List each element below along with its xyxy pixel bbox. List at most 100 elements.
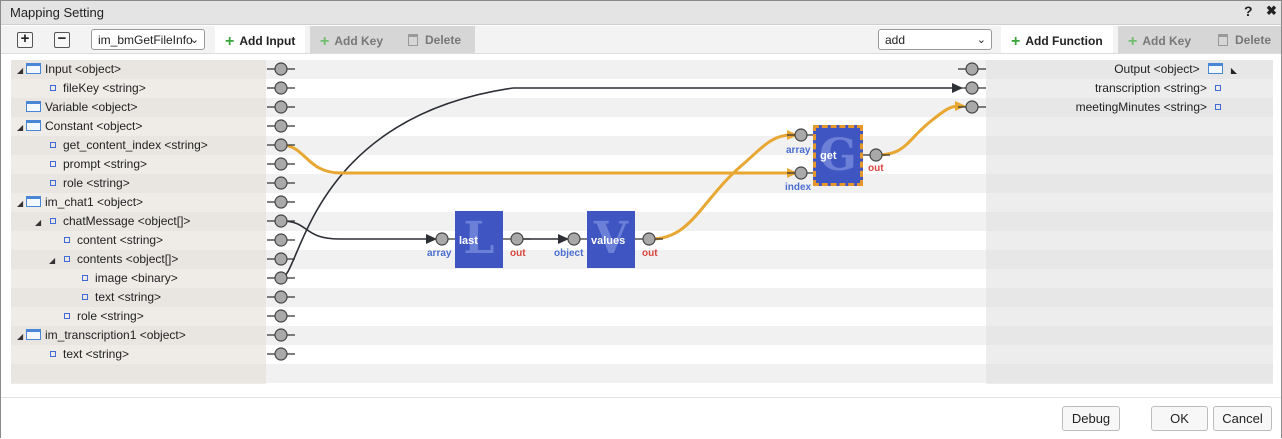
delete-right-button[interactable]: Delete xyxy=(1208,26,1281,53)
input-port[interactable] xyxy=(274,290,288,304)
input-tree-item[interactable]: image <binary> xyxy=(67,269,178,287)
add-key-right-label: Add Key xyxy=(1142,34,1192,48)
input-port[interactable] xyxy=(274,138,288,152)
input-tree-item[interactable]: ◢Constant <object> xyxy=(17,117,142,135)
function-port-in[interactable] xyxy=(567,232,581,246)
function-port-in[interactable] xyxy=(435,232,449,246)
cancel-button[interactable]: Cancel xyxy=(1213,406,1272,431)
object-icon xyxy=(26,101,41,112)
add-key-right-button[interactable]: +Add Key xyxy=(1118,26,1208,53)
input-port[interactable] xyxy=(274,309,288,323)
input-tree-item[interactable]: text <string> xyxy=(67,288,161,306)
link-get-to-meetingminutes[interactable] xyxy=(875,104,960,157)
port-label-out: out xyxy=(868,163,884,174)
input-port[interactable] xyxy=(274,119,288,133)
string-field-icon xyxy=(64,256,70,262)
output-port[interactable] xyxy=(965,81,979,95)
port-label-array: array xyxy=(786,145,811,156)
add-input-button[interactable]: +Add Input xyxy=(215,26,306,53)
expand-triangle-icon[interactable]: ◣ xyxy=(1228,66,1237,75)
string-field-icon xyxy=(50,85,56,91)
output-tree-item[interactable]: meetingMinutes <string> xyxy=(1076,98,1221,116)
input-port[interactable] xyxy=(274,233,288,247)
link-chatmessage-to-last[interactable] xyxy=(280,220,431,240)
input-tree-label: get_content_index <string> xyxy=(63,138,208,152)
trash-icon xyxy=(1218,34,1228,46)
input-tree-label: chatMessage <object[]> xyxy=(63,214,191,228)
input-tree-item[interactable]: Variable <object> xyxy=(17,98,138,116)
output-port[interactable] xyxy=(965,100,979,114)
function-get-glyph: G xyxy=(819,130,857,181)
output-tree-item[interactable]: transcription <string> xyxy=(1095,79,1221,97)
input-tree-item[interactable]: role <string> xyxy=(35,174,130,192)
function-port-out[interactable] xyxy=(510,232,524,246)
input-port[interactable] xyxy=(274,176,288,190)
expand-triangle-icon[interactable]: ◢ xyxy=(17,123,24,132)
input-tree-item[interactable]: prompt <string> xyxy=(35,155,147,173)
input-tree-label: contents <object[]> xyxy=(77,252,179,266)
output-tree-item[interactable]: Output <object> ◣ xyxy=(1114,60,1237,78)
expand-triangle-icon[interactable]: ◢ xyxy=(17,66,24,75)
add-function-label: Add Function xyxy=(1025,34,1103,48)
expand-triangle-icon[interactable]: ◢ xyxy=(49,256,56,265)
input-tree-item[interactable]: ◢ contents <object[]> xyxy=(49,250,178,268)
input-port[interactable] xyxy=(274,347,288,361)
expand-all-button[interactable]: + xyxy=(17,30,33,48)
link-index-to-get[interactable] xyxy=(280,143,791,175)
input-tree-label: prompt <string> xyxy=(63,157,148,171)
input-port[interactable] xyxy=(274,100,288,114)
output-port[interactable] xyxy=(965,62,979,76)
string-field-icon xyxy=(82,275,88,281)
link-values-to-get[interactable] xyxy=(650,133,792,241)
object-icon xyxy=(26,63,41,74)
function-port-out[interactable] xyxy=(869,148,883,162)
input-tree-item[interactable]: get_content_index <string> xyxy=(35,136,208,154)
function-port-in[interactable] xyxy=(794,166,808,180)
string-field-icon xyxy=(50,180,56,186)
input-tree-item[interactable]: fileKey <string> xyxy=(35,79,146,97)
input-port[interactable] xyxy=(274,252,288,266)
function-get[interactable]: G get xyxy=(813,125,863,186)
link-text-to-transcription[interactable] xyxy=(280,87,514,279)
function-select[interactable]: add ⌄ xyxy=(878,29,992,50)
expand-triangle-icon[interactable]: ◢ xyxy=(17,332,24,341)
function-port-in[interactable] xyxy=(794,128,808,142)
input-tree-item[interactable]: role <string> xyxy=(49,307,144,325)
close-icon[interactable]: ✖ xyxy=(1266,3,1277,18)
add-function-button[interactable]: +Add Function xyxy=(1001,26,1113,53)
ok-button[interactable]: OK xyxy=(1151,406,1208,431)
input-port[interactable] xyxy=(274,157,288,171)
delete-button[interactable]: Delete xyxy=(398,26,475,53)
dialog-title: Mapping Setting xyxy=(10,5,104,20)
collapse-all-button[interactable]: − xyxy=(54,30,70,48)
input-tree-item[interactable]: ◢ chatMessage <object[]> xyxy=(35,212,190,230)
expand-triangle-icon[interactable]: ◢ xyxy=(17,199,24,208)
help-icon[interactable]: ? xyxy=(1244,3,1253,19)
input-tree-item[interactable]: ◢ im_transcription1 <object> xyxy=(17,326,186,344)
row-stripe xyxy=(11,231,1273,250)
expand-triangle-icon[interactable]: ◢ xyxy=(35,218,42,227)
input-tree-item[interactable]: ◢im_chat1 <object> xyxy=(17,193,143,211)
source-select[interactable]: im_bmGetFileInfo ⌄ xyxy=(91,29,205,50)
input-tree-item[interactable]: text <string> xyxy=(35,345,129,363)
input-tree-label: Variable <object> xyxy=(45,100,138,114)
function-port-out[interactable] xyxy=(642,232,656,246)
source-select-value: im_bmGetFileInfo xyxy=(98,33,193,47)
row-stripe xyxy=(11,345,1273,364)
add-key-button[interactable]: +Add Key xyxy=(310,26,398,53)
input-port[interactable] xyxy=(274,328,288,342)
string-field-icon xyxy=(64,237,70,243)
input-tree-item[interactable]: ◢Input <object> xyxy=(17,60,121,78)
string-field-icon xyxy=(50,218,56,224)
input-port[interactable] xyxy=(274,214,288,228)
input-port[interactable] xyxy=(274,62,288,76)
row-stripe xyxy=(11,136,1273,155)
function-last[interactable]: L last xyxy=(455,211,503,268)
input-port[interactable] xyxy=(274,81,288,95)
input-port[interactable] xyxy=(274,271,288,285)
debug-button[interactable]: Debug xyxy=(1062,406,1120,431)
function-values[interactable]: V values xyxy=(587,211,635,268)
input-port[interactable] xyxy=(274,195,288,209)
input-tree-label: im_transcription1 <object> xyxy=(45,328,186,342)
input-tree-item[interactable]: content <string> xyxy=(49,231,163,249)
